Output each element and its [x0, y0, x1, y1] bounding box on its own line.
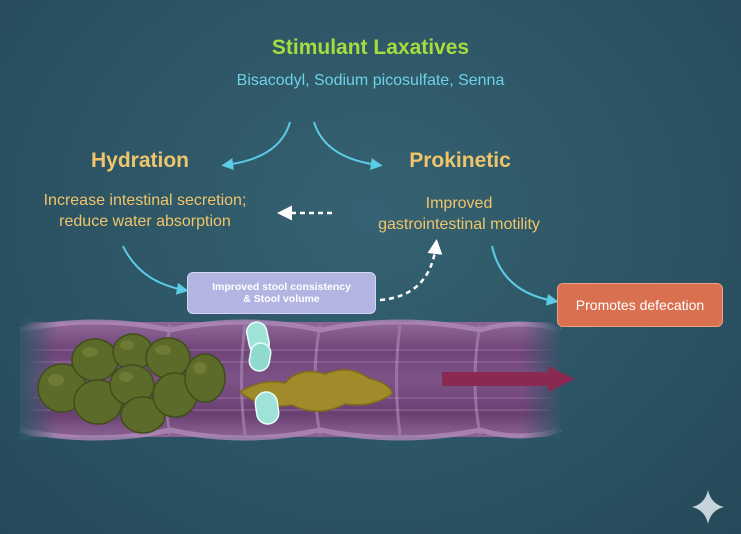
arrow-hydration-to-stool — [122, 245, 189, 295]
arrow-to-prokinetic — [313, 121, 383, 171]
subtitle: Bisacodyl, Sodium picosulfate, Senna — [236, 72, 505, 89]
stool-box-line1: Improved stool consistency — [212, 281, 351, 293]
water-droplets — [246, 321, 280, 425]
promotes-defecation-box: Promotes defecation — [557, 283, 723, 327]
hydration-desc-line2: reduce water absorption — [59, 213, 231, 230]
dashed-arrow-stool-to-prokinetic — [379, 239, 443, 302]
prokinetic-desc-line2: gastrointestinal motility — [378, 216, 540, 233]
arrow-to-hydration — [221, 121, 291, 171]
hydration-desc-line1: Increase intestinal secretion; — [43, 192, 247, 209]
stool-consistency-box: Improved stool consistency & Stool volum… — [187, 272, 376, 314]
title: Stimulant Laxatives — [271, 36, 470, 59]
hydration-title: Hydration — [90, 149, 189, 172]
prokinetic-title: Prokinetic — [409, 149, 511, 172]
prokinetic-description: Improved gastrointestinal motility — [350, 193, 568, 235]
soft-stool — [238, 369, 393, 412]
prokinetic-desc-line1: Improved — [425, 195, 493, 212]
sparkle-icon — [692, 490, 724, 524]
motion-arrow — [442, 366, 575, 392]
hydration-description: Increase intestinal secretion; reduce wa… — [10, 190, 280, 232]
arrow-prokinetic-to-defecation — [491, 245, 559, 306]
stool-box-line2: & Stool volume — [243, 293, 320, 305]
hard-stool — [37, 333, 226, 434]
